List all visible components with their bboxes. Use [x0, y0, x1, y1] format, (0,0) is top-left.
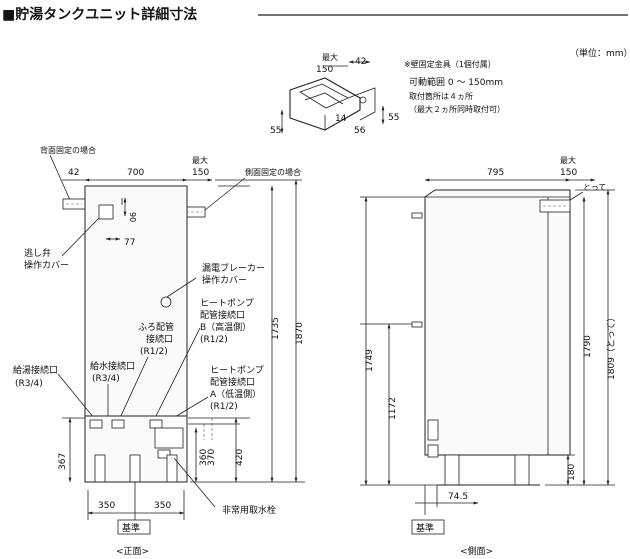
bracket-dim-55-left: 55: [270, 126, 281, 136]
hp-a-label-3: A（低温側）: [210, 388, 261, 400]
front-view: 背面固定の場合 側面固定の場合 42 700 最大 150 90 77 逃し弁 …: [13, 145, 305, 557]
unit-label: （単位：mm）: [570, 47, 630, 59]
front-dim-77: 77: [124, 238, 135, 248]
breaker-label-1: 漏電ブレーカー: [202, 262, 265, 274]
breaker-label-2: 操作カバー: [202, 274, 247, 286]
hp-a-label-2: 配管接続口: [210, 376, 255, 388]
front-dim-90: 90: [128, 212, 137, 222]
page-title: ■貯湯タンクユニット詳細寸法: [2, 6, 197, 23]
bracket-note-1: ※壁固定金具（1個付属）: [404, 59, 496, 69]
side-dim-1749: 1749: [365, 349, 375, 372]
side-dim-1809: 1809（とって）: [606, 313, 617, 380]
front-dim-1870: 1870: [295, 322, 305, 345]
front-base-label: 基準: [122, 522, 140, 534]
hot-label-2: (R3/4): [15, 379, 43, 389]
bracket-note-4: （最大２ヵ所同時取付可）: [409, 104, 505, 114]
front-dim-370: 370: [207, 449, 217, 466]
bath-label-3: (R1/2): [140, 347, 168, 357]
bath-label-2: 接続口: [146, 333, 173, 345]
water-label-1: 給水接続口: [90, 360, 135, 372]
side-dim-795: 795: [487, 168, 504, 178]
front-dim-42: 42: [68, 168, 79, 178]
hp-b-label-3: B（高温側）: [200, 321, 251, 333]
bracket-dim-42: 42: [355, 57, 366, 67]
bracket-max-label: 最大: [322, 52, 338, 62]
side-dim-74-5: 74.5: [448, 492, 468, 502]
front-dim-367: 367: [58, 453, 68, 470]
side-fix-label: 側面固定の場合: [245, 167, 301, 177]
back-fix-label: 背面固定の場合: [40, 145, 96, 155]
front-dim-420: 420: [235, 449, 245, 466]
hot-label-1: 給湯接続口: [13, 364, 58, 376]
water-label-2: (R3/4): [92, 374, 120, 384]
front-dim-350-right: 350: [154, 501, 171, 511]
bracket-dim-55-right: 55: [388, 113, 399, 123]
hp-b-label-4: (R1/2): [200, 335, 228, 345]
side-dim-180: 180: [567, 464, 577, 481]
hp-b-label-2: 配管接続口: [200, 309, 245, 321]
hp-a-label-4: (R1/2): [210, 402, 238, 412]
bracket-detail: 最大 150 42 55 14 56 55 ※壁固定金具（1個付属） 可動範囲 …: [270, 52, 505, 136]
front-view-label: <正面>: [116, 546, 149, 557]
side-view: 795 最大 150 とって 1749 1172 1790 1809（とって）: [360, 155, 617, 557]
hp-a-label-1: ヒートポンプ: [210, 365, 264, 376]
bracket-dim-150: 150: [316, 65, 333, 75]
relief-valve-label-2: 操作カバー: [24, 259, 69, 271]
bath-label-1: ふろ配管: [138, 321, 174, 333]
title-block: ■貯湯タンクユニット詳細寸法: [2, 6, 628, 23]
side-base-label: 基準: [416, 522, 434, 534]
front-max-label: 最大: [192, 155, 208, 165]
protrusion-label: とって: [583, 183, 606, 192]
hp-b-label-1: ヒートポンプ: [200, 298, 254, 309]
front-dim-1735: 1735: [271, 317, 281, 340]
side-dim-150: 150: [560, 168, 577, 178]
front-dim-150: 150: [192, 168, 209, 178]
front-dim-700: 700: [127, 168, 144, 178]
relief-valve-label-1: 逃し弁: [24, 247, 51, 259]
front-dim-360: 360: [199, 449, 209, 466]
drain-label: 非常用取水栓: [222, 504, 276, 516]
side-dim-1790: 1790: [583, 335, 593, 358]
side-dim-1172: 1172: [388, 397, 398, 420]
bracket-dim-14: 14: [335, 114, 347, 124]
side-view-label: <側面>: [460, 545, 493, 557]
side-max-label: 最大: [560, 155, 576, 165]
bracket-note-2: 可動範囲 0 ～ 150mm: [409, 76, 503, 88]
bracket-dim-56: 56: [354, 126, 366, 136]
bracket-note-3: 取付箇所は４ヵ所: [409, 91, 473, 101]
front-dim-350-left: 350: [98, 501, 115, 511]
